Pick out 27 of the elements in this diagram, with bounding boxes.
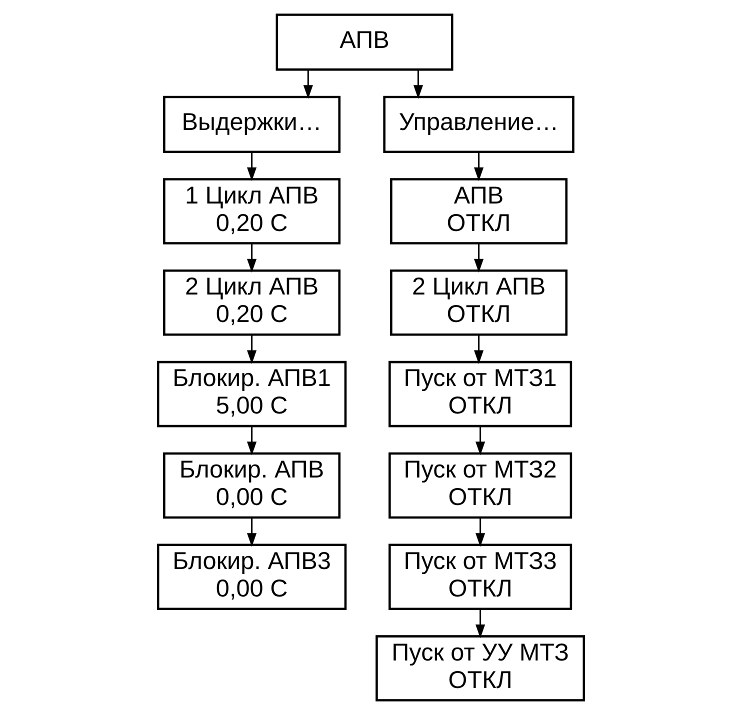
node-box: 2 Цикл АПВ 0,20 С <box>162 270 340 336</box>
node-box: Блокир. АПВ1 5,00 С <box>156 360 346 428</box>
node-box: Управление… <box>382 96 574 153</box>
node-box: Блокир. АПВ3 0,00 С <box>156 544 346 610</box>
node-box: Выдержки… <box>162 96 340 153</box>
node-box: Блокир. АПВ 0,00 С <box>162 452 340 519</box>
arrow <box>473 152 484 182</box>
node-box: 2 Цикл АПВ ОТКЛ <box>390 270 568 336</box>
arrow <box>302 70 312 99</box>
arrow <box>412 70 423 99</box>
node-box: 1 Цикл АПВ 0,20 С <box>162 178 340 244</box>
arrow <box>246 244 256 273</box>
arrow <box>246 152 256 182</box>
arrow <box>473 335 484 364</box>
node-box: Пуск от МТЗ1 ОТКЛ <box>388 360 572 428</box>
arrow <box>246 426 256 456</box>
node-box: АПВ <box>275 14 453 71</box>
arrow <box>246 518 256 547</box>
arrow <box>475 609 485 638</box>
arrow <box>473 244 484 273</box>
node-box: Пуск от МТЗ2 ОТКЛ <box>388 452 572 519</box>
node-box: Пуск от МТЗ3 ОТКЛ <box>388 544 572 610</box>
arrow <box>475 426 485 456</box>
node-box: АПВ ОТКЛ <box>390 178 568 244</box>
arrow <box>475 518 485 547</box>
arrow <box>246 335 256 364</box>
node-box: Пуск от УУ МТЗ ОТКЛ <box>375 635 585 702</box>
